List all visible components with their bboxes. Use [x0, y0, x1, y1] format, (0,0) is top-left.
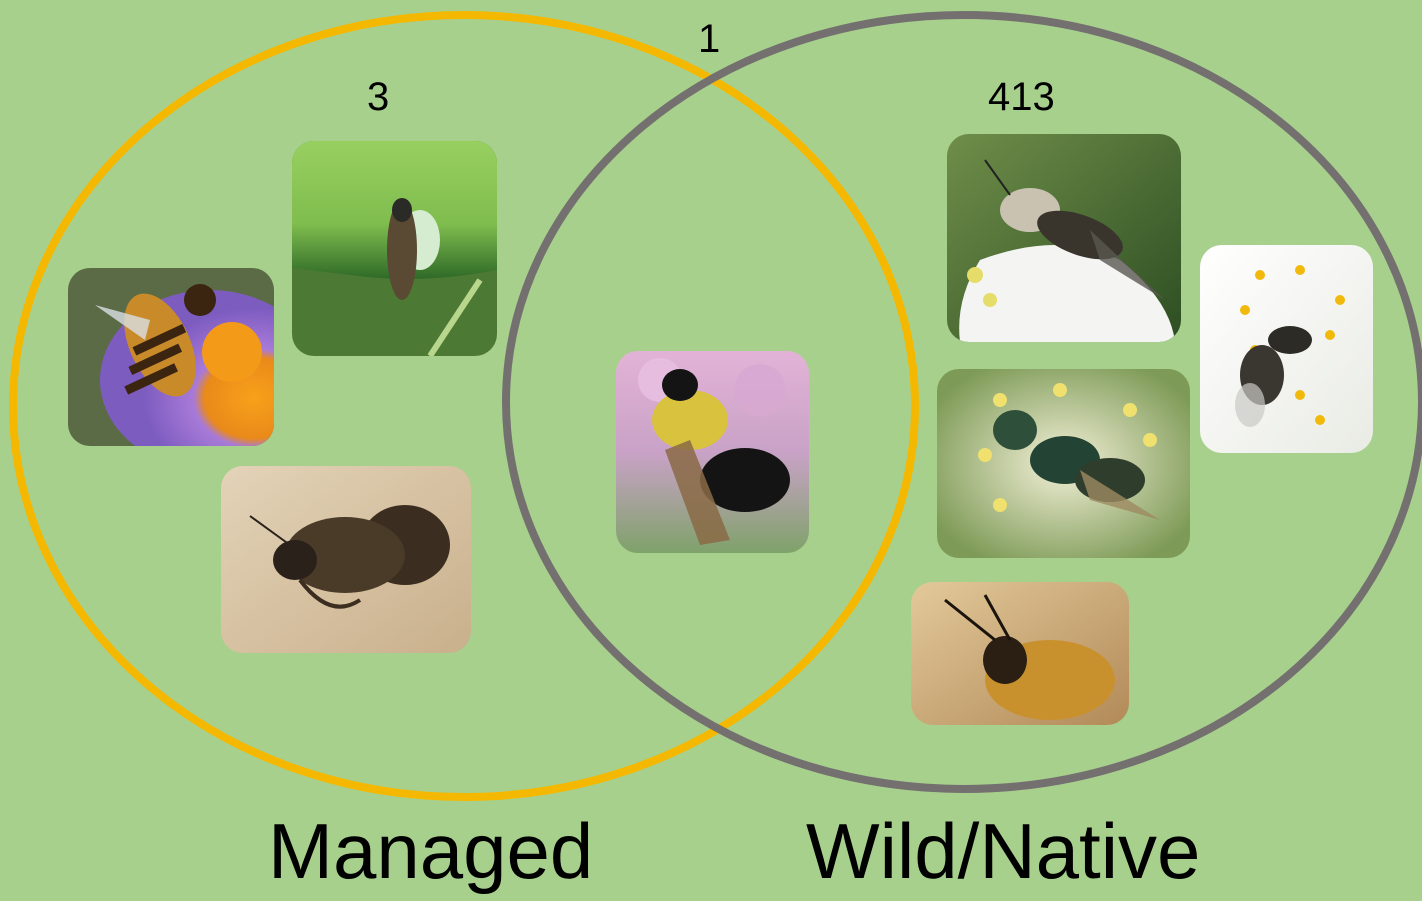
bee-on-white-flower-photo: [947, 134, 1181, 342]
managed-set-label: Managed: [268, 812, 593, 890]
bumble-bee-photo: [616, 351, 809, 553]
wild-only-count: 413: [988, 77, 1055, 117]
mason-bee-photo: [221, 466, 471, 653]
managed-only-count: 3: [367, 77, 389, 117]
sweat-bee-photo: [937, 369, 1190, 558]
dark-bee-on-blossom-photo: [1200, 245, 1373, 453]
mining-bee-photo: [911, 582, 1129, 725]
honey-bee-photo: [68, 268, 320, 470]
leafcutter-bee-photo: [292, 141, 497, 356]
wild-native-set-label: Wild/Native: [806, 812, 1200, 890]
overlap-count: 1: [698, 19, 720, 59]
